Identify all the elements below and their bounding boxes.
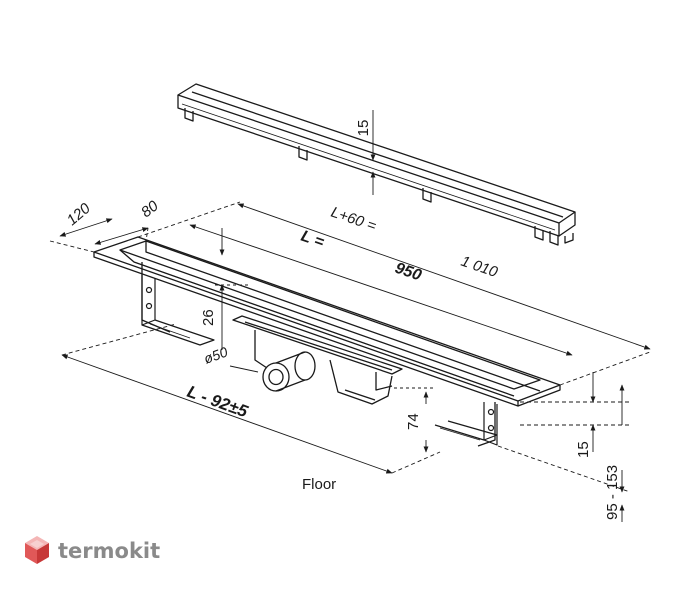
fixing-length-label: L - 92±5: [185, 382, 251, 422]
siphon-trap: [232, 315, 403, 405]
termokit-logo: termokit: [25, 536, 160, 564]
width-80-label: 80: [138, 197, 162, 221]
depth-26-label: 26: [200, 309, 217, 326]
dimension-lines: [49, 201, 651, 522]
hexagon-logo-icon: [25, 536, 49, 564]
length-plus-label: L+60 =: [329, 204, 379, 235]
outlet-pipe: [262, 351, 316, 392]
right-bracket: [434, 402, 498, 446]
length-value-label: 950: [393, 260, 424, 285]
floor-label: Floor: [302, 476, 336, 493]
length-l-label: L =: [299, 228, 327, 252]
total-length-label: 1 010: [459, 253, 501, 282]
grate-height-label: 15: [355, 120, 372, 137]
outlet-height-label: 74: [405, 413, 422, 430]
rim-15-label: 15: [575, 441, 592, 458]
logo-brand-text: termokit: [58, 539, 160, 563]
width-120-label: 120: [64, 200, 95, 230]
range-label: 95 - 153: [604, 465, 621, 520]
outlet-diameter-label: ø50: [202, 343, 230, 366]
